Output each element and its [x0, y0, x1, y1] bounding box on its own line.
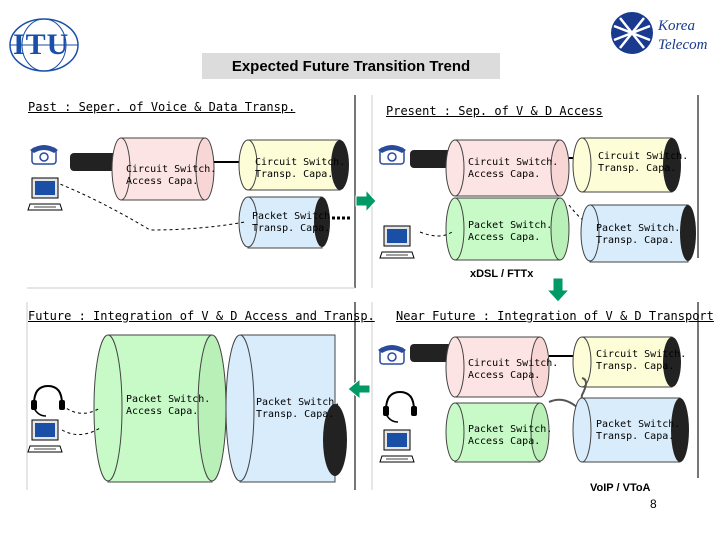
label-near-packet-access: Packet Switch. Access Capa.: [468, 424, 553, 447]
label-past-circuit-transp: Circuit Switch. Transp. Capa.: [255, 157, 346, 180]
present-packet-transp-cylinder: [580, 204, 696, 263]
arrow-past-to-present: [355, 188, 377, 214]
future-packet-access-cylinder: [93, 334, 227, 483]
label-present-circuit-access: Circuit Switch. Access Capa.: [468, 157, 559, 180]
present-packet-access-cylinder: [445, 197, 570, 261]
label-future-packet-transp: Packet Switch. Transp. Capa.: [256, 397, 341, 420]
present-circuit-access-cylinder: [445, 139, 570, 197]
itu-logo: [9, 18, 79, 72]
near-circuit-transp-cylinder: [572, 336, 681, 388]
label-future-packet-access: Packet Switch. Access Capa.: [126, 394, 211, 417]
panel-title-near-future: Near Future : Integration of V & D Trans…: [396, 309, 714, 323]
past-voice-line: [70, 153, 122, 171]
label-near-circuit-access: Circuit Switch. Access Capa.: [468, 358, 559, 381]
label-past-packet-transp: Packet Switch. Transp. Capa.: [252, 211, 337, 234]
itu-logo-text: ITU: [13, 28, 70, 61]
panel-title-past: Past : Seper. of Voice & Data Transp.: [28, 100, 296, 114]
panel-near-future: [371, 302, 699, 490]
korea-telecom-line2: Telecom: [658, 37, 708, 53]
panel-past: [27, 95, 356, 289]
label-present-circuit-transp: Circuit Switch. Transp. Capa.: [598, 151, 689, 174]
label-near-circuit-transp: Circuit Switch. Transp. Capa.: [596, 349, 687, 372]
near-packet-transp-cylinder: [572, 397, 689, 463]
page-number: 8: [650, 497, 657, 511]
past-circuit-transp-cylinder: [238, 139, 349, 191]
past-packet-transp-cylinder: [238, 196, 330, 249]
label-voip-vtoa: VoIP / VToA: [590, 482, 651, 494]
korea-telecom-logo: [611, 12, 653, 54]
panel-title-present: Present : Sep. of V & D Access: [386, 104, 603, 118]
arrow-near-to-future: [347, 377, 371, 401]
near-circuit-access-cylinder: [445, 336, 550, 398]
label-past-circuit-access: Circuit Switch. Access Capa.: [126, 164, 217, 187]
past-circuit-access-cylinder: [111, 137, 215, 201]
future-packet-transp-cylinder: [225, 334, 347, 483]
arrow-present-to-near: [545, 277, 571, 303]
label-present-packet-transp: Packet Switch. Transp. Capa.: [596, 223, 681, 246]
present-circuit-transp-cylinder: [572, 137, 681, 193]
panel-future: [26, 302, 356, 490]
near-packet-access-cylinder: [445, 402, 550, 463]
label-near-packet-transp: Packet Switch. Transp. Capa.: [596, 419, 681, 442]
label-xdsl-fttx: xDSL / FTTx: [470, 268, 534, 280]
panel-title-future: Future : Integration of V & D Access and…: [28, 309, 375, 323]
page-title: Expected Future Transition Trend: [202, 53, 500, 79]
label-present-packet-access: Packet Switch. Access Capa.: [468, 220, 553, 243]
korea-telecom-line1: Korea: [658, 18, 695, 34]
panel-present: [371, 95, 699, 288]
